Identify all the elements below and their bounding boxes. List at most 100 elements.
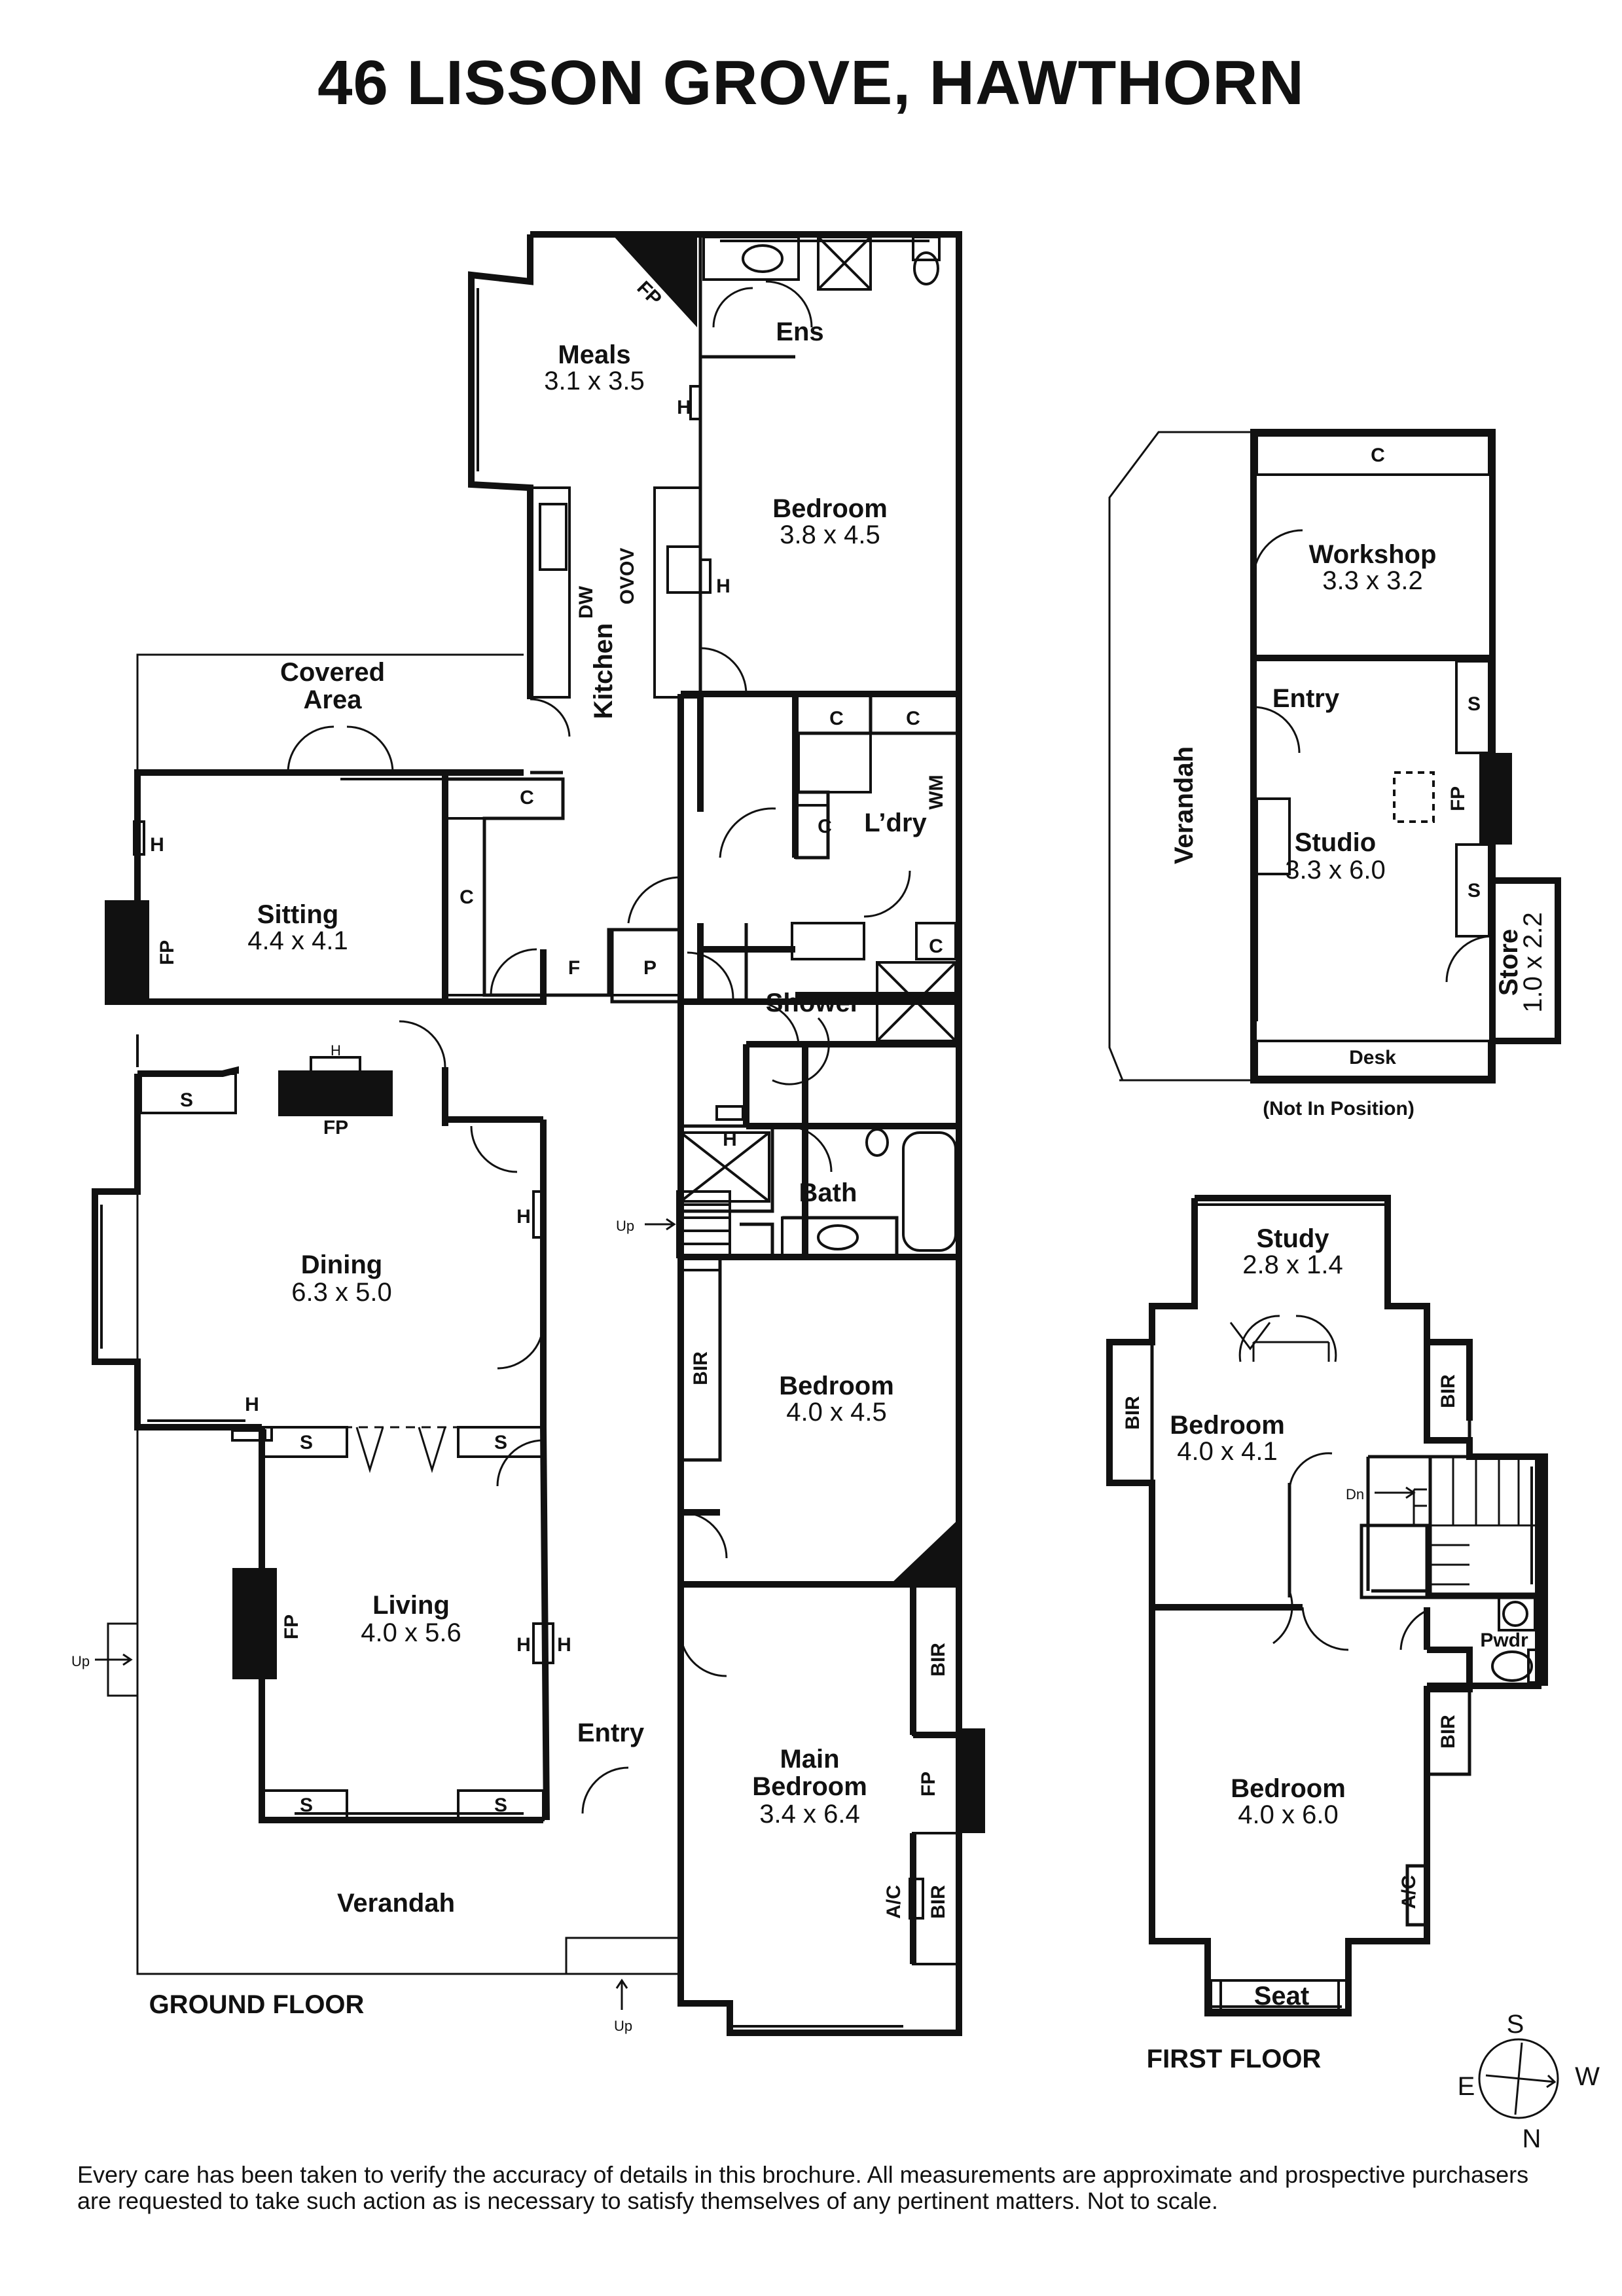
compass — [1478, 2038, 1559, 2119]
disclaimer-text: Every care has been taken to verify the … — [77, 2161, 1529, 2214]
h-tag-meals: H — [677, 397, 691, 418]
bir-tag-main-1: BIR — [928, 1643, 949, 1677]
ac-tag-main: A/C — [883, 1885, 905, 1919]
bedroom-up2-dim: 4.0 x 6.0 — [1238, 1800, 1338, 1829]
pwdr-label: Pwdr — [1480, 1630, 1528, 1651]
fp-tag-living: FP — [281, 1614, 302, 1639]
wm-tag: WM — [926, 774, 947, 809]
h-tag-sitting: H — [150, 834, 164, 856]
dw-tag: DW — [575, 585, 597, 619]
h-tag-dining: H — [516, 1206, 531, 1228]
h-tag-bath: H — [723, 1129, 737, 1150]
studio-entry-label: Entry — [1272, 684, 1340, 713]
laundry-label: L’dry — [864, 809, 927, 837]
studio-label: Studio — [1295, 828, 1376, 857]
kitchen-label: Kitchen — [589, 623, 618, 720]
ground-arrows — [95, 1218, 676, 2010]
meals-label: Meals — [558, 340, 630, 369]
bir-tag-up-2: BIR — [1437, 1374, 1459, 1408]
ovov-tag: OVOV — [617, 548, 638, 605]
page-title: 46 LISSON GROVE, HAWTHORN — [317, 48, 1305, 118]
p-tag: P — [643, 957, 657, 979]
s-tag-studio-2: S — [1468, 880, 1481, 902]
ground-floor-label: GROUND FLOOR — [149, 1990, 365, 2019]
studio-dim: 3.3 x 6.0 — [1285, 856, 1385, 884]
ground-windows — [94, 233, 960, 2034]
f-tag: F — [568, 957, 580, 979]
bedroom-mid-dim: 4.0 x 4.5 — [786, 1398, 886, 1427]
verandah-side-label: Verandah — [1170, 746, 1198, 864]
up-tag-front: Up — [614, 2018, 632, 2034]
workshop-label: Workshop — [1309, 540, 1437, 569]
s-tag-sitting: S — [180, 1089, 193, 1111]
c-tag-1: C — [829, 708, 844, 729]
ground-interior — [445, 234, 959, 1462]
store-dim: 1.0 x 2.2 — [1519, 912, 1547, 1012]
ground-fireplaces — [105, 234, 985, 1833]
ground-fixtures — [133, 236, 960, 1965]
covered-area-label-2: Area — [304, 685, 363, 714]
first-floor — [1106, 1195, 1548, 2016]
bir-tag-main-2: BIR — [928, 1885, 949, 1919]
fp-tag-studio: FP — [1447, 786, 1469, 811]
s-tag-living-3: S — [300, 1795, 313, 1816]
first-walls — [1106, 1195, 1548, 2016]
first-doors — [1238, 1315, 1428, 1651]
outbuilding-doors — [1252, 529, 1493, 983]
fp-tag-main: FP — [918, 1772, 939, 1796]
dining-label: Dining — [301, 1250, 382, 1279]
fp-tag-dining: FP — [323, 1117, 348, 1139]
study-dim: 2.8 x 1.4 — [1242, 1250, 1343, 1279]
h-tag-living-top: H — [245, 1394, 259, 1415]
living-dim: 4.0 x 5.6 — [361, 1618, 461, 1647]
first-stairs — [1368, 1457, 1538, 1586]
workshop-dim: 3.3 x 3.2 — [1322, 566, 1422, 595]
studio-fireplace — [1479, 753, 1512, 845]
compass-circle — [1478, 2038, 1559, 2119]
c-tag-workshop: C — [1371, 445, 1385, 466]
c-tag-4: C — [520, 787, 534, 809]
h-tag-dining-top: H — [331, 1042, 341, 1059]
verandah-front-label: Verandah — [337, 1889, 455, 1918]
sitting-label: Sitting — [257, 900, 338, 929]
c-tag-6: C — [929, 936, 943, 957]
labels: Meals 3.1 x 3.5 Ens Bedroom 3.8 x 4.5 Ki… — [71, 277, 1600, 2153]
c-tag-5: C — [460, 886, 474, 908]
not-in-position-label: (Not In Position) — [1263, 1098, 1415, 1120]
seat-label: Seat — [1254, 1982, 1310, 2011]
compass-n: N — [1523, 2124, 1541, 2153]
covered-area-label-1: Covered — [280, 658, 385, 687]
ground-doors — [287, 280, 911, 1814]
ac-tag-up: A/C — [1398, 1875, 1420, 1909]
h-tag-bedroom-rear: H — [716, 575, 730, 597]
first-floor-label: FIRST FLOOR — [1147, 2045, 1322, 2073]
s-tag-living-2: S — [494, 1432, 507, 1453]
ground-bifold — [355, 1322, 1271, 1474]
ens-label: Ens — [776, 318, 823, 346]
main-bedroom-label-2: Bedroom — [752, 1772, 867, 1801]
bedroom-rear-label: Bedroom — [772, 494, 888, 523]
up-tag-side: Up — [71, 1653, 90, 1669]
up-tag-stair: Up — [616, 1218, 634, 1234]
first-windows — [1193, 1197, 1540, 2014]
bedroom-up2-label: Bedroom — [1231, 1774, 1346, 1803]
s-tag-studio-1: S — [1468, 693, 1481, 715]
compass-w: W — [1575, 2062, 1600, 2091]
outbuilding-verandah — [1108, 431, 1253, 1082]
h-tag-living-2: H — [557, 1634, 571, 1656]
dining-dim: 6.3 x 5.0 — [291, 1278, 391, 1307]
ground-floor — [92, 231, 1271, 2036]
dn-tag: Dn — [1346, 1486, 1364, 1503]
ground-thin-lines — [107, 653, 682, 1975]
store-label: Store — [1494, 929, 1523, 996]
bir-tag-up-1: BIR — [1122, 1396, 1144, 1430]
bir-tag-up-3: BIR — [1437, 1715, 1459, 1749]
shower-label: Shower — [766, 989, 860, 1017]
living-label: Living — [372, 1591, 450, 1620]
bedroom-mid-label: Bedroom — [779, 1372, 894, 1400]
h-tag-living-1: H — [516, 1634, 531, 1656]
bedroom-up1-label: Bedroom — [1170, 1411, 1285, 1440]
outbuilding-fixtures — [1255, 434, 1490, 1082]
compass-s: S — [1507, 2010, 1524, 2039]
